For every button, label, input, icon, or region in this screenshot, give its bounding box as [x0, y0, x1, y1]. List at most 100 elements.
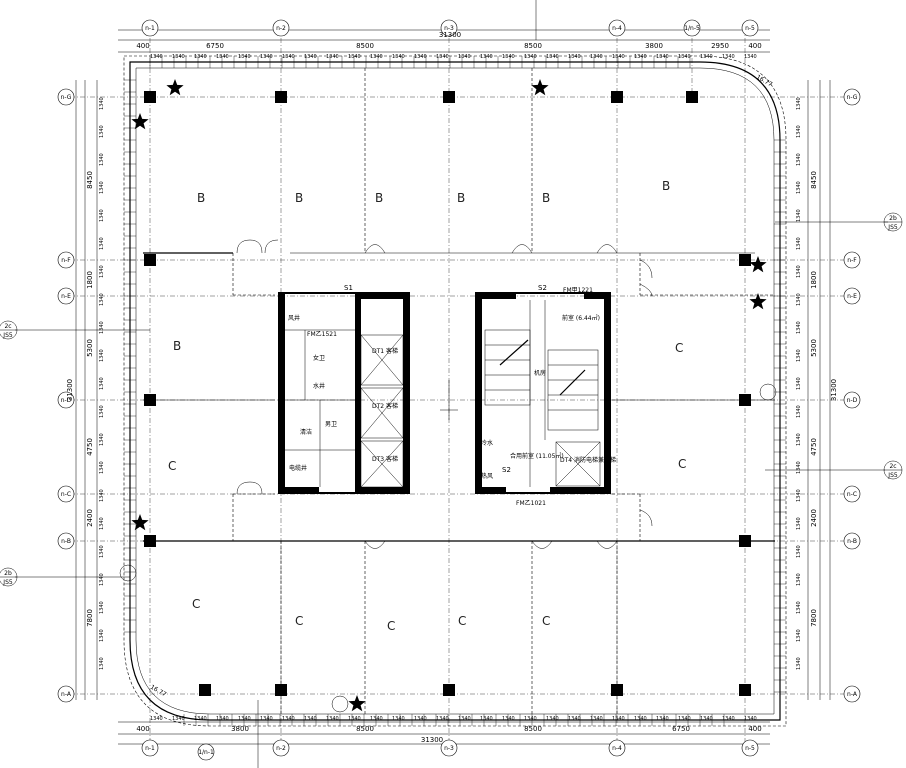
dim-left: 5300 [86, 339, 94, 357]
dim-bottom-end: 400 [748, 725, 761, 733]
axis-bubble: n-2 [272, 19, 290, 37]
dim-top: 3800 [645, 42, 663, 50]
column [144, 535, 156, 547]
zone-label: C [168, 459, 176, 473]
toilet-female-label: 女卫 [313, 354, 325, 362]
svg-text:1340: 1340 [502, 54, 515, 60]
svg-text:1340: 1340 [150, 716, 163, 722]
axis-bubble: n-D [57, 391, 75, 409]
svg-text:1340: 1340 [99, 545, 105, 558]
star-marker [749, 256, 767, 273]
dimension-texts: 31300 6750 8500 8500 3800 2950 400 400 3… [66, 31, 838, 744]
svg-text:1340: 1340 [796, 293, 802, 306]
column [739, 535, 751, 547]
dim-right: 2400 [810, 509, 818, 527]
svg-text:1340: 1340 [348, 716, 361, 722]
svg-text:1340: 1340 [796, 433, 802, 446]
axis-bubble: n-B [843, 532, 861, 550]
svg-text:n-D: n-D [847, 397, 858, 404]
svg-text:1340: 1340 [546, 54, 559, 60]
door-fm2-label: FM乙1021 [516, 500, 546, 507]
svg-text:n-C: n-C [61, 491, 71, 498]
svg-text:n-1: n-1 [145, 25, 155, 32]
svg-text:n-1: n-1 [145, 745, 155, 752]
star-marker [166, 79, 184, 96]
svg-text:1340: 1340 [722, 54, 735, 60]
stair-s1-label: S1 [344, 284, 353, 292]
svg-text:n-F: n-F [61, 257, 71, 264]
svg-text:1340: 1340 [458, 54, 471, 60]
section-2b-label: 2b [889, 215, 897, 222]
door-fm-label: FM甲1221 [563, 287, 593, 294]
zone-label: C [192, 597, 200, 611]
svg-text:1340: 1340 [370, 54, 383, 60]
elevator-dt2-label: DT2 客梯 [372, 402, 398, 410]
svg-text:1340: 1340 [590, 54, 603, 60]
svg-text:1340: 1340 [99, 377, 105, 390]
svg-text:1340: 1340 [172, 54, 185, 60]
axis-bubble: n-1 [141, 739, 159, 757]
structural-columns [144, 91, 751, 696]
svg-text:1340: 1340 [796, 377, 802, 390]
svg-text:1340: 1340 [796, 461, 802, 474]
svg-text:1340: 1340 [99, 349, 105, 362]
svg-text:1340: 1340 [99, 573, 105, 586]
dim-left: 2400 [86, 509, 94, 527]
dim-left: 7800 [86, 609, 94, 627]
svg-text:1340: 1340 [502, 716, 515, 722]
axis-bubble: n-5 [741, 739, 759, 757]
svg-text:1340: 1340 [99, 433, 105, 446]
svg-text:n-3: n-3 [444, 745, 454, 752]
zone-label: B [542, 191, 550, 205]
zone-label: B [375, 191, 383, 205]
svg-text:1340: 1340 [436, 716, 449, 722]
svg-text:n-5: n-5 [745, 745, 755, 752]
svg-text:1340: 1340 [216, 716, 229, 722]
zone-label: B [173, 339, 181, 353]
svg-text:1340: 1340 [796, 125, 802, 138]
axis-bubble: n-F [57, 251, 75, 269]
zone-label: B [197, 191, 205, 205]
zone-label: C [458, 614, 466, 628]
zone-label: C [675, 341, 683, 355]
axis-bubble: n-B [57, 532, 75, 550]
column [611, 91, 623, 103]
axis-bubble: n-3 [440, 19, 458, 37]
svg-text:1340: 1340 [99, 97, 105, 110]
svg-text:1340: 1340 [99, 181, 105, 194]
svg-text:n-A: n-A [61, 691, 72, 698]
dim-bottom: 6750 [672, 725, 690, 733]
svg-text:1340: 1340 [172, 716, 185, 722]
front-room-label: 前室 (6.44㎡) [562, 314, 600, 322]
toilet-male-label: 男卫 [325, 421, 337, 428]
column [686, 91, 698, 103]
svg-text:1340: 1340 [590, 716, 603, 722]
svg-text:1340: 1340 [348, 54, 361, 60]
total-dim-left: 31300 [66, 379, 74, 401]
svg-text:n-E: n-E [847, 293, 857, 300]
dim-bottom: 8500 [524, 725, 542, 733]
dim-right: 4750 [810, 438, 818, 456]
svg-text:1340: 1340 [260, 716, 273, 722]
svg-text:n-3: n-3 [444, 25, 454, 32]
svg-text:1340: 1340 [238, 716, 251, 722]
dimension-lines [75, 29, 831, 745]
axis-bubble: n-C [57, 485, 75, 503]
svg-text:1340: 1340 [304, 716, 317, 722]
door-swings [236, 239, 653, 549]
dim-right: 8450 [810, 171, 818, 189]
axis-bubble: n-C [843, 485, 861, 503]
svg-text:1340: 1340 [678, 716, 691, 722]
svg-text:1/n-5: 1/n-5 [684, 25, 700, 32]
svg-text:1340: 1340 [150, 54, 163, 60]
combined-front-room-label: 合用前室 (11.05㎡) [510, 452, 564, 460]
axis-bubble: n-4 [608, 739, 626, 757]
dim-top: 6750 [206, 42, 224, 50]
svg-text:1340: 1340 [546, 716, 559, 722]
cold-label: 冷水 [481, 439, 493, 447]
axis-bubble: n-E [57, 287, 75, 305]
svg-text:1340: 1340 [392, 54, 405, 60]
svg-text:1340: 1340 [796, 153, 802, 166]
machine-label: 机房 [534, 369, 546, 377]
